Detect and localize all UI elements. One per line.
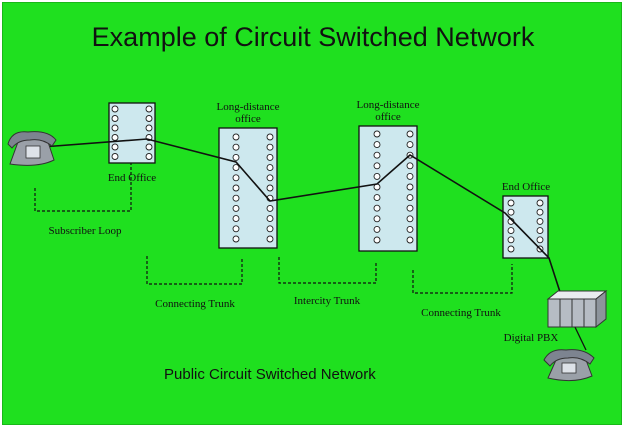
switch-port — [145, 143, 153, 151]
switch-port — [266, 204, 274, 212]
switch-port — [232, 204, 240, 212]
switch-port — [373, 225, 381, 233]
switch-port — [406, 204, 414, 212]
connecting-trunk-right-label: Connecting Trunk — [421, 307, 501, 319]
long-distance-office-2-label: Long-distance office — [356, 99, 420, 123]
switch-port — [266, 143, 274, 151]
switch-port — [406, 215, 414, 223]
switch-port — [373, 151, 381, 159]
switch-port — [232, 153, 240, 161]
switch-port — [232, 174, 240, 182]
switch-port — [266, 133, 274, 141]
switch-ports — [111, 105, 544, 253]
switch-port — [266, 164, 274, 172]
switch-port — [406, 225, 414, 233]
footer-caption: Public Circuit Switched Network — [164, 366, 376, 383]
switch-port — [232, 164, 240, 172]
switch-port — [232, 225, 240, 233]
switch-port — [373, 162, 381, 170]
diagram-title: Example of Circuit Switched Network — [91, 22, 535, 52]
switch-port — [266, 235, 274, 243]
switch-port — [373, 130, 381, 138]
switch-port — [111, 105, 119, 113]
switch-port — [232, 133, 240, 141]
switch-port — [145, 115, 153, 122]
telephone-icon — [7, 131, 57, 166]
switch-port — [536, 217, 544, 225]
subscriber-loop-label: Subscriber Loop — [48, 225, 122, 237]
switch-port — [373, 204, 381, 212]
switch-port — [536, 227, 544, 235]
switch-port — [406, 162, 414, 170]
connecting-trunk-left-bracket — [146, 256, 243, 285]
switch-port — [145, 153, 153, 160]
switch-port — [111, 153, 119, 160]
switch-port — [373, 215, 381, 223]
switch-port — [406, 141, 414, 149]
switch-port — [536, 208, 544, 216]
switch-port — [232, 194, 240, 202]
switch-port — [232, 235, 240, 243]
switch-port — [111, 115, 119, 122]
long-distance-office-1-label: Long-distance office — [216, 101, 280, 125]
switch-port — [507, 199, 515, 207]
switch-port — [373, 194, 381, 202]
intercity-trunk-label: Intercity Trunk — [293, 295, 361, 307]
switch-port — [232, 184, 240, 192]
connecting-trunk-left-label: Connecting Trunk — [155, 298, 235, 310]
switch-port — [507, 236, 515, 244]
switch-port — [406, 236, 414, 244]
switch-port — [232, 215, 240, 223]
switch-port — [507, 208, 515, 216]
telephone-icon — [543, 349, 595, 382]
switch-port — [373, 172, 381, 180]
switch-port — [406, 172, 414, 180]
end-office-left-switch — [108, 102, 156, 164]
switch-port — [266, 215, 274, 223]
switch-port — [266, 174, 274, 182]
switch-port — [406, 130, 414, 138]
switch-port — [507, 245, 515, 253]
pbx-icon — [546, 289, 608, 329]
switch-port — [232, 143, 240, 151]
switch-port — [111, 124, 119, 132]
connecting-trunk-right-bracket — [412, 264, 513, 294]
switch-port — [536, 199, 544, 207]
switch-port — [266, 225, 274, 233]
intercity-trunk-bracket — [278, 257, 377, 284]
switch-port — [507, 227, 515, 235]
digital-pbx-label: Digital PBX — [503, 332, 559, 344]
link-brackets — [34, 163, 513, 294]
end-office-right-label: End Office — [501, 181, 551, 193]
switch-port — [406, 183, 414, 191]
pbx-to-phone-line — [573, 324, 587, 351]
switch-port — [373, 236, 381, 244]
subscriber-loop-bracket — [34, 163, 132, 212]
circuit-path — [41, 138, 561, 293]
switch-port — [406, 194, 414, 202]
switch-port — [145, 124, 153, 132]
switch-port — [145, 105, 153, 113]
end-office-left-label: End Office — [107, 172, 157, 184]
switch-port — [111, 134, 119, 141]
switch-port — [266, 184, 274, 192]
switch-port — [536, 236, 544, 244]
switch-port — [111, 143, 119, 151]
switch-port — [266, 153, 274, 161]
switch-port — [373, 141, 381, 149]
